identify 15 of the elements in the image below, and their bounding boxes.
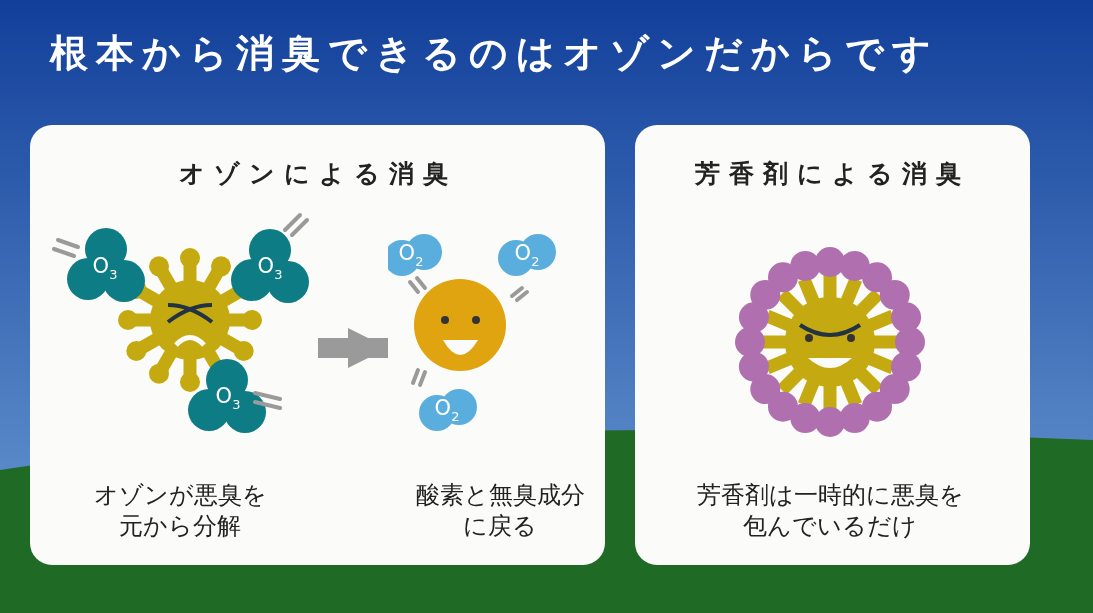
node-label: 芳香剤は一時的に悪臭を包んでいるだけ: [695, 480, 965, 542]
panel-heading: 芳香剤による消臭: [694, 158, 971, 190]
formula-label: O$_{3}$: [257, 254, 283, 282]
formula-label: O$_{3}$: [215, 384, 241, 412]
formula-label: O$_{2}$: [514, 241, 540, 269]
arrow: [318, 328, 388, 368]
formula-label: O$_{3}$: [92, 254, 118, 282]
panel-heading: オゾンによる消臭: [177, 158, 458, 190]
node-label: 酸素と無臭成分に戻る: [414, 480, 586, 542]
formula-label: O$_{2}$: [398, 241, 424, 269]
title: 根本から消臭できるのはオゾンだからです: [50, 30, 939, 77]
formula-label: O$_{2}$: [434, 396, 460, 424]
node-label: オゾンが悪臭を元から分解: [92, 480, 268, 542]
panel-card: [635, 125, 1030, 565]
panel-card: [30, 125, 605, 565]
